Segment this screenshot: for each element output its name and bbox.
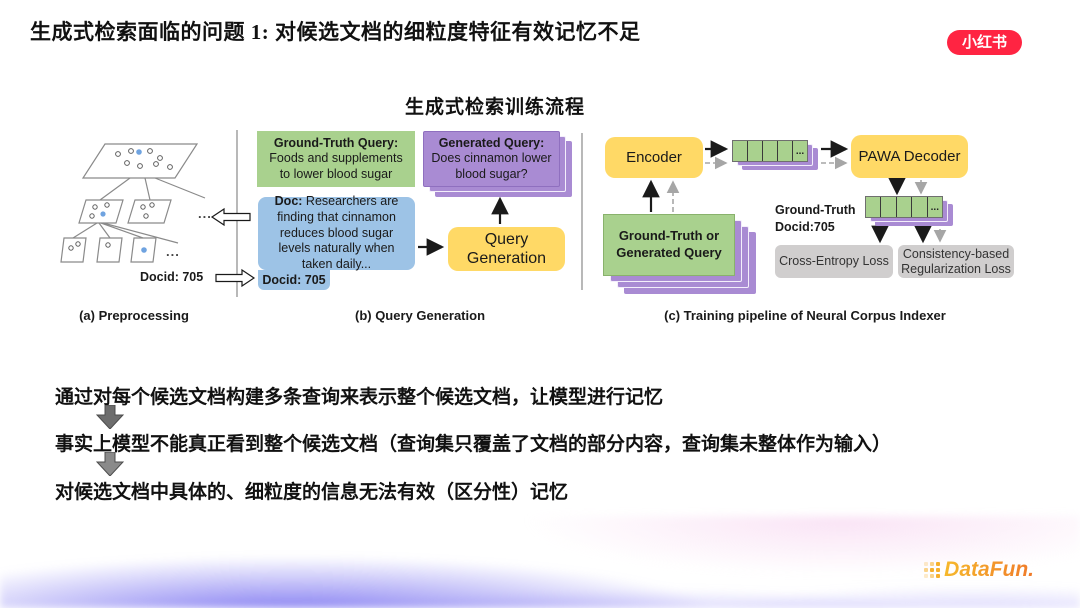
token-strip: ...: [865, 196, 943, 218]
token-strip-decoder-output: ...: [865, 196, 955, 230]
generated-query-box: Generated Query: Does cinnamon lower blo…: [423, 131, 560, 187]
xiaohongshu-logo: 小红书: [946, 30, 1022, 55]
token-cell-ellipsis: ...: [792, 141, 807, 161]
query-input-stack: Ground-Truth or Generated Query: [603, 214, 756, 294]
caption-preprocessing: (a) Preprocessing: [79, 308, 189, 323]
tree-docid-label: Docid: 705: [140, 270, 204, 284]
ground-truth-query-label: Ground-Truth Query:: [273, 135, 399, 150]
token-cell: [911, 197, 926, 217]
token-cell: [880, 197, 895, 217]
consistency-loss-box: Consistency-based Regularization Loss: [898, 245, 1014, 278]
datafun-logo-text: DataFun.: [944, 558, 1034, 581]
doc-box: Doc: Researchers are finding that cinnam…: [258, 194, 415, 271]
hollow-arrow-right-icon: [215, 268, 256, 288]
doc-text: Doc: Researchers are finding that cinnam…: [274, 194, 399, 271]
down-block-arrow-icon: [96, 405, 124, 429]
tree-ellipsis-mid: ...: [198, 206, 212, 221]
note-line-1: 通过对每个候选文档构建多条查询来表示整个候选文档，让模型进行记忆: [55, 387, 664, 408]
encoder-box: Encoder: [605, 137, 703, 178]
figure-title: 生成式检索训练流程: [404, 97, 585, 118]
doc-label: Doc:: [274, 194, 303, 209]
down-block-arrow-icon: [96, 452, 124, 476]
query-input-box: Ground-Truth or Generated Query: [603, 214, 735, 276]
cross-entropy-loss-box: Cross-Entropy Loss: [775, 245, 893, 278]
token-cell: [895, 197, 911, 217]
token-cell: [777, 141, 792, 161]
datafun-pixels-icon: [924, 562, 941, 578]
tree-ellipsis-bottom: ...: [166, 244, 180, 259]
token-cell: [866, 197, 880, 217]
footer-wave-decoration: [0, 516, 1080, 608]
note-line-2: 事实上模型不能真正看到整个候选文档（查询集只覆盖了文档的部分内容，查询集未整体作…: [55, 434, 892, 455]
token-cell: [747, 141, 762, 161]
caption-training-pipeline: (c) Training pipeline of Neural Corpus I…: [664, 308, 946, 323]
datafun-logo: DataFun.: [924, 558, 1034, 582]
query-generation-box: Query Generation: [448, 227, 565, 271]
pawa-decoder-box: PAWA Decoder: [851, 135, 968, 178]
token-cell: [733, 141, 747, 161]
hollow-arrow-left-icon: [210, 207, 251, 227]
note-line-3: 对候选文档中具体的、细粒度的信息无法有效（区分性）记忆: [55, 482, 569, 503]
page-title: 生成式检索面临的问题 1: 对候选文档的细粒度特征有效记忆不足: [30, 20, 641, 44]
doc-docid-tab: Docid: 705: [258, 270, 330, 290]
token-cell-ellipsis: ...: [926, 197, 942, 217]
token-cell: [762, 141, 777, 161]
generated-query-stack: Generated Query: Does cinnamon lower blo…: [423, 131, 572, 197]
generated-query-text: Does cinnamon lower blood sugar?: [431, 151, 552, 181]
generated-query-label: Generated Query:: [438, 135, 545, 150]
ground-truth-query-text: Foods and supplements to lower blood sug…: [269, 151, 403, 181]
token-strip: ...: [732, 140, 808, 162]
caption-query-generation: (b) Query Generation: [354, 308, 486, 323]
cluster-dots-highlight: [100, 149, 147, 253]
cluster-tree-figure: [60, 143, 206, 263]
cluster-dots: [68, 148, 173, 251]
token-strip-encoder-output: ...: [732, 140, 822, 174]
ground-truth-docid-label: Ground-Truth Docid:705: [775, 203, 856, 234]
ground-truth-query-box: Ground-Truth Query: Foods and supplement…: [257, 131, 415, 187]
